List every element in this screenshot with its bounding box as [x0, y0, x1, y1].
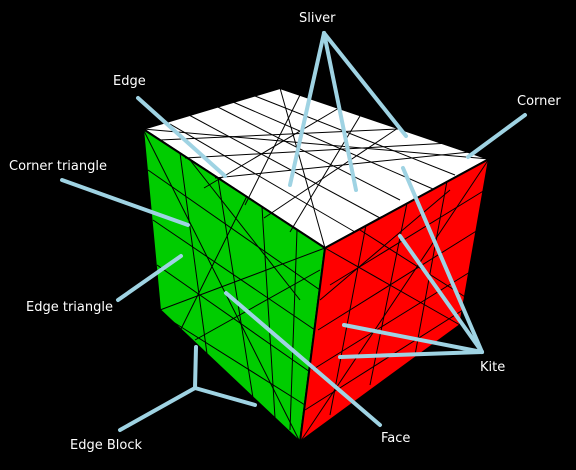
- edge-triangle-leader: [116, 254, 183, 302]
- label-kite: Kite: [480, 360, 506, 375]
- corner-triangle-leader: [60, 178, 190, 227]
- edge-block-leader-stem: [118, 386, 197, 432]
- edge-leader: [136, 96, 227, 178]
- label-corner: Corner: [517, 94, 561, 109]
- sliver-leader-1: [288, 31, 326, 187]
- label-sliver: Sliver: [299, 11, 336, 26]
- face-leader: [224, 291, 382, 427]
- label-edge-block: Edge Block: [70, 438, 143, 453]
- sliver-leader-3: [322, 31, 408, 138]
- corner-leader: [466, 113, 527, 159]
- label-corner-triangle: Corner triangle: [9, 159, 107, 174]
- sliver-leader-2: [322, 31, 358, 192]
- label-edge: Edge: [113, 74, 146, 89]
- top-face-cuts: [142, 87, 490, 249]
- left-face-cuts: [142, 128, 326, 443]
- edge-block-leader-2: [193, 386, 257, 407]
- kite-leader-1: [401, 166, 484, 354]
- kite-leader-2: [398, 234, 484, 354]
- kite-leader-3: [342, 323, 484, 354]
- kite-leader-4: [338, 350, 484, 359]
- label-face: Face: [381, 431, 411, 446]
- leader-lines: [60, 31, 527, 432]
- label-edge-triangle: Edge triangle: [26, 300, 113, 315]
- edge-block-leader-1: [193, 345, 198, 390]
